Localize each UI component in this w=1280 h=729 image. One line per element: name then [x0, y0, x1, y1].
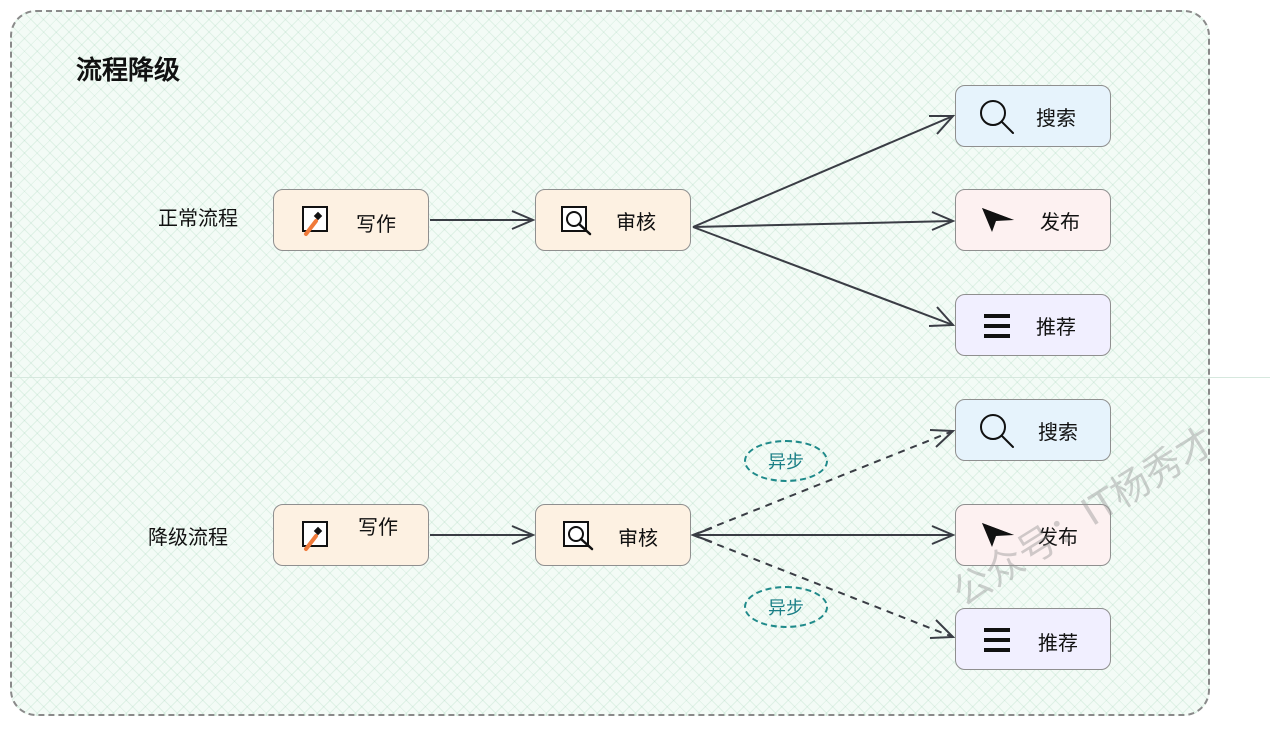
section-divider: [10, 377, 1270, 378]
normal-flow-label: 正常流程: [158, 206, 238, 230]
magnifier-box-icon: [561, 206, 592, 236]
send-icon: [982, 208, 1014, 232]
arrowhead: [511, 210, 536, 230]
review-label: 审核: [618, 526, 658, 550]
arrow-review-recommend-normal: [692, 226, 954, 326]
search-label: 搜索: [1038, 420, 1078, 444]
publish-label: 发布: [1040, 210, 1080, 234]
arrowhead: [929, 429, 956, 448]
review-node-degraded[interactable]: 审核: [535, 504, 691, 566]
arrowhead: [928, 306, 956, 327]
async-badge-recommend: 异步: [744, 586, 828, 628]
degraded-flow-label: 降级流程: [148, 525, 228, 549]
write-label: 写作: [358, 515, 398, 539]
page-title: 流程降级: [76, 56, 181, 86]
arrow-review-search-async: [692, 430, 954, 536]
arrowhead: [931, 211, 956, 231]
publish-node-degraded[interactable]: 发布: [955, 504, 1111, 566]
recommend-node-normal[interactable]: 推荐: [955, 294, 1111, 356]
arrowhead: [931, 525, 956, 545]
arrow-review-publish-normal: [692, 220, 954, 228]
write-node-degraded[interactable]: 写作: [273, 504, 429, 566]
arrowhead: [511, 525, 536, 545]
arrow-review-search-normal: [692, 115, 954, 228]
async-badge-search: 异步: [744, 440, 828, 482]
list-icon: [984, 314, 1010, 338]
write-node-normal[interactable]: 写作: [273, 189, 429, 251]
search-label: 搜索: [1036, 106, 1076, 130]
arrowhead: [929, 115, 956, 135]
recommend-label: 推荐: [1036, 315, 1076, 339]
publish-label: 发布: [1038, 525, 1078, 549]
review-label: 审核: [616, 210, 656, 234]
edit-pencil-icon: [302, 521, 328, 551]
review-node-normal[interactable]: 审核: [535, 189, 691, 251]
list-icon: [984, 628, 1010, 652]
recommend-node-degraded[interactable]: 推荐: [955, 608, 1111, 670]
publish-node-normal[interactable]: 发布: [955, 189, 1111, 251]
arrowhead: [929, 619, 956, 639]
write-label: 写作: [356, 212, 396, 236]
arrow-review-recommend-async: [692, 534, 954, 638]
search-node-normal[interactable]: 搜索: [955, 85, 1111, 147]
magnifier-box-icon: [563, 521, 594, 551]
search-icon: [980, 414, 1014, 448]
recommend-label: 推荐: [1038, 631, 1078, 655]
search-icon: [980, 100, 1014, 134]
edit-pencil-icon: [302, 206, 328, 236]
send-icon: [982, 523, 1014, 547]
search-node-degraded[interactable]: 搜索: [955, 399, 1111, 461]
